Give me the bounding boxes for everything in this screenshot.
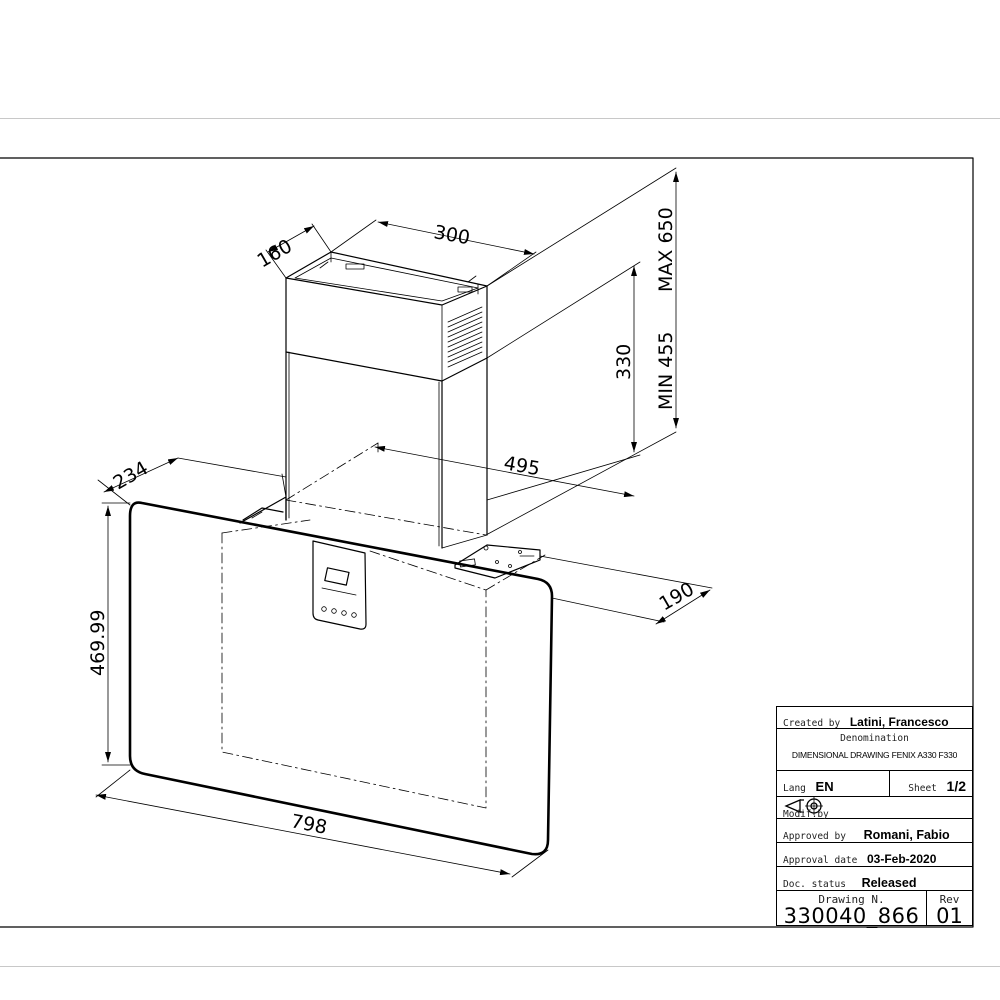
vent-grille (447, 306, 483, 368)
sheet-cell: Sheet 1/2 (890, 771, 972, 796)
dim-798: 798 (289, 810, 329, 839)
title-block: Created by Latini, Francesco Denominatio… (776, 706, 973, 928)
dim-300: 300 (432, 221, 472, 249)
created-by-value: Latini, Francesco (849, 715, 949, 729)
dim-469-99: 469.99 (87, 610, 109, 676)
modif-row: Modif.by (777, 797, 972, 820)
chimney-top-box (285, 251, 488, 382)
dim-234: 234 (110, 457, 152, 494)
rev-cell: Rev 01 (927, 891, 972, 928)
dim-495: 495 (502, 452, 542, 480)
approved-label: Approved by (783, 831, 846, 842)
rev-value: 01 (936, 904, 963, 928)
created-by-row: Created by Latini, Francesco (777, 707, 972, 729)
drawing-number-row: Drawing N. 330040_866 Rev 01 (777, 891, 972, 928)
modif-label: Modif.by (783, 809, 829, 820)
body-top-plate (239, 496, 541, 579)
lang-label: Lang (783, 783, 806, 794)
glass-panel (128, 501, 554, 856)
lang-value: EN (815, 779, 834, 794)
status-label: Doc. status (783, 879, 846, 890)
status-row: Doc. status Released (777, 867, 972, 891)
dim-330: 330 (613, 344, 635, 380)
approved-value: Romani, Fabio (863, 828, 950, 842)
lang-cell: Lang EN (777, 771, 890, 815)
approval-date-value: 03-Feb-2020 (867, 852, 937, 866)
dim-max-650: MAX 650 (655, 207, 677, 292)
approval-date-label: Approval date (783, 855, 858, 866)
denomination-value: DIMENSIONAL DRAWING FENIX A330 F330 (791, 750, 958, 760)
sheet-label: Sheet (908, 783, 937, 794)
dim-160: 160 (254, 235, 296, 272)
dim-190: 190 (656, 578, 698, 615)
chimney-lower-box (285, 351, 488, 549)
control-panel (312, 540, 367, 630)
drawing-frame (0, 157, 974, 928)
drawing-number-label: Drawing N. (818, 893, 885, 906)
status-value: Released (861, 876, 917, 890)
lang-sheet-row: Lang EN Sheet 1/2 (777, 771, 972, 815)
created-by-label: Created by (783, 718, 841, 729)
drawing-number-value: 330040_866 (783, 904, 920, 928)
denomination-row: Denomination DIMENSIONAL DRAWING FENIX A… (777, 729, 972, 771)
top-separator-line (0, 118, 1000, 119)
dimension-lines (95, 167, 713, 878)
projection-symbol-icon (784, 796, 823, 815)
denomination-label: Denomination (840, 733, 909, 744)
dim-min-455: MIN 455 (655, 331, 677, 410)
bottom-separator-line (0, 966, 1000, 967)
rev-label: Rev (939, 893, 960, 906)
drawing-number-cell: Drawing N. 330040_866 (777, 891, 927, 928)
approved-row: Approved by Romani, Fabio (777, 819, 972, 843)
approval-date-row: Approval date 03-Feb-2020 (777, 843, 972, 867)
hidden-body-outline (221, 442, 546, 809)
sheet-value: 1/2 (946, 778, 966, 794)
